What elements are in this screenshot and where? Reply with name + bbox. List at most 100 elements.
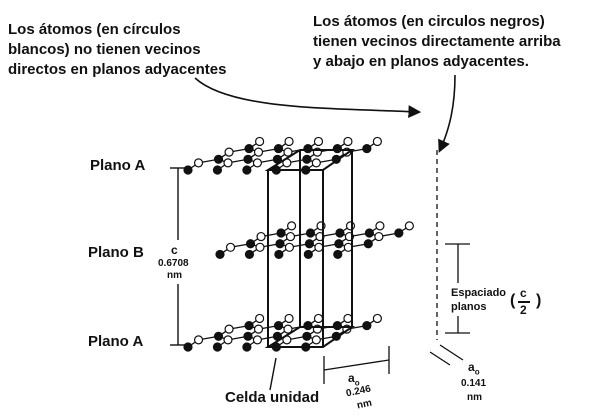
black-atom <box>364 228 374 238</box>
black-atom <box>183 165 193 175</box>
black-atom <box>212 165 223 175</box>
ao-bond-symbol: a <box>468 360 475 374</box>
white-atom <box>284 242 295 252</box>
ao-bond-label: ao <box>468 360 480 376</box>
white-atom <box>224 324 234 334</box>
black-atom <box>334 239 344 249</box>
annotation-white-atoms: Los átomos (en círculos blancos) no tien… <box>8 20 226 80</box>
black-atom <box>332 320 342 331</box>
black-atom <box>212 342 223 352</box>
c-unit: nm <box>167 270 182 281</box>
black-atom <box>243 331 253 341</box>
black-atom <box>242 342 252 352</box>
black-atom <box>275 239 285 249</box>
black-atom <box>302 154 312 164</box>
white-atom <box>256 231 266 242</box>
black-atom <box>303 249 313 260</box>
black-atom <box>303 143 313 154</box>
plane-label-bottom: Plano A <box>88 333 144 350</box>
ao-bond-dimension-line <box>439 344 464 361</box>
white-atom <box>255 313 265 324</box>
white-atom <box>404 221 414 231</box>
unit-cell-prism <box>264 149 356 391</box>
white-atom <box>224 147 234 157</box>
spacing-label-line1: Espaciado <box>451 287 507 299</box>
spacing-frac-num: c <box>520 286 527 300</box>
annotation-white-line-1: Los átomos (en círculos <box>8 21 181 38</box>
white-atom <box>283 147 293 157</box>
white-atom <box>345 221 356 231</box>
black-atom <box>215 249 225 260</box>
black-atom <box>274 249 284 260</box>
ao-bond-value: 0.141 <box>461 378 487 389</box>
ao-bond-sub: o <box>474 367 480 377</box>
white-atom <box>286 221 297 231</box>
black-atom <box>303 320 313 331</box>
black-atom <box>363 239 373 249</box>
black-atom <box>273 320 284 331</box>
c-symbol: c <box>171 243 178 257</box>
spacing-paren-close: ) <box>536 292 542 309</box>
unit-cell-label: Celda unidad <box>225 389 320 406</box>
white-atom <box>311 158 321 168</box>
black-atom <box>332 143 342 154</box>
black-atom <box>335 228 345 238</box>
white-atom <box>253 147 264 157</box>
annotation-black-line-1: Los átomos (en circulos negros) <box>313 13 545 30</box>
spacing-label-line2: planos <box>451 301 487 313</box>
spacing-frac-den: 2 <box>520 303 527 317</box>
ao-cell-dimension-line <box>323 359 390 371</box>
white-atom <box>374 231 384 242</box>
white-atom <box>284 136 294 147</box>
arrow-white-atoms <box>194 77 422 118</box>
black-atom <box>243 154 253 164</box>
white-atom <box>252 335 263 345</box>
black-atom <box>245 239 256 249</box>
white-atom <box>252 158 263 168</box>
black-atom <box>302 331 312 341</box>
ao-cell-symbol: a <box>348 371 355 385</box>
black-atom <box>244 143 254 154</box>
white-atom <box>343 313 353 324</box>
black-atom <box>242 165 252 175</box>
white-atom <box>343 136 353 147</box>
annotation-black-atoms: Los átomos (en circulos negros) tienen v… <box>313 12 561 72</box>
white-atom <box>255 136 265 147</box>
dimension-lines <box>155 150 470 384</box>
annotation-black-line-3: y abajo en planos adyacentes. <box>313 53 529 70</box>
white-atom <box>255 242 265 252</box>
white-atom <box>284 313 294 324</box>
white-atom <box>311 335 321 345</box>
plane-label-top: Plano A <box>90 157 146 174</box>
spacing-paren-open: ( <box>510 292 516 309</box>
black-atom <box>273 143 284 154</box>
white-atom <box>253 324 264 334</box>
black-atom <box>304 239 315 249</box>
black-atom <box>362 143 372 154</box>
black-atom <box>305 228 316 238</box>
black-atom <box>362 320 372 331</box>
ao-bond-unit: nm <box>467 392 482 403</box>
white-atom <box>223 335 233 345</box>
annotation-black-line-2: tienen vecinos directamente arriba <box>313 33 561 50</box>
white-atom <box>313 313 324 324</box>
black-atom <box>244 320 254 331</box>
plane-b-layer <box>215 221 414 260</box>
white-atom <box>375 221 385 231</box>
ao-bond-tick <box>429 351 451 366</box>
black-atom <box>183 342 193 352</box>
ao-cell-sub: o <box>354 378 360 388</box>
ao-cell-label: ao <box>348 371 360 387</box>
c-value: 0.6708 <box>158 258 189 269</box>
annotation-white-line-2: blancos) no tienen vecinos <box>8 41 201 58</box>
black-atom <box>244 249 255 260</box>
c-label-background <box>155 240 188 284</box>
spacing-frac-bar <box>518 301 530 303</box>
plane-label-middle: Plano B <box>88 244 144 261</box>
white-atom <box>314 242 324 252</box>
black-atom <box>213 154 224 164</box>
white-atom <box>225 242 236 252</box>
white-atom <box>372 136 382 147</box>
white-atom <box>193 158 204 168</box>
